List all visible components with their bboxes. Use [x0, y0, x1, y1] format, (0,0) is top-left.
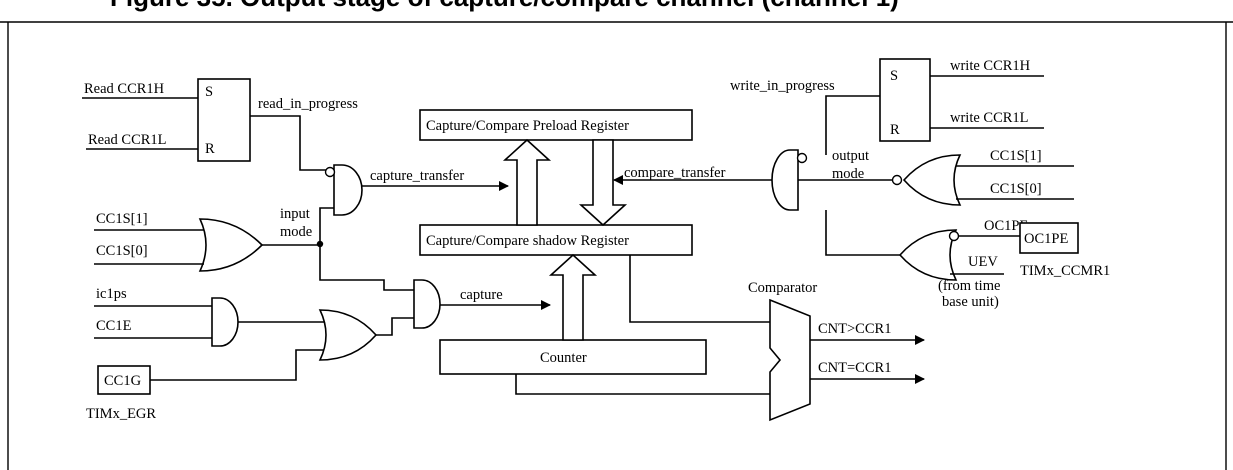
figure-title: Figure 35. Output stage of capture/compa… [110, 0, 899, 13]
read-ccr1h-label: Read CCR1H [84, 81, 165, 97]
oc1pe-uev-or-gate [898, 229, 958, 281]
nor-bubble [891, 174, 903, 186]
comparator-shape [769, 298, 811, 422]
timx-ccmr1-label: TIMx_CCMR1 [1020, 263, 1110, 279]
output-mode-label-1: output [832, 148, 869, 164]
from-time-label-2: base unit) [942, 294, 999, 310]
cc1g-label: CC1G [104, 373, 142, 389]
inverter-bubble-write [796, 152, 808, 164]
write-in-progress-label: write_in_progress [730, 78, 835, 94]
read-latch-box [197, 78, 251, 162]
cc1s1-right-label: CC1S[1] [990, 148, 1042, 164]
input-mode-label-1: input [280, 206, 310, 222]
cc1g-wire [150, 349, 326, 381]
inverter-bubble-read [324, 166, 336, 178]
ic1ps-label: ic1ps [96, 286, 127, 302]
input-mode-label-2: mode [280, 224, 312, 240]
uev-label: UEV [968, 254, 998, 270]
shadow-to-comparator [629, 255, 770, 323]
read-sr-latch: S R [197, 78, 251, 162]
preload-register-label: Capture/Compare Preload Register [426, 118, 629, 134]
compare-transfer-and-gate [771, 149, 799, 211]
read-ccr1l-label: Read CCR1L [88, 132, 167, 148]
oc1pe-box-label: OC1PE [1024, 231, 1068, 247]
input-mode-to-and [319, 207, 334, 244]
oc1pe-or-to-and [825, 210, 900, 256]
timx-egr-label: TIMx_EGR [86, 406, 156, 422]
read-latch-s: S [205, 84, 213, 100]
oc1pe-bubble [948, 230, 960, 242]
shadow-register-box [419, 224, 693, 256]
read-in-progress-wire [250, 115, 326, 171]
up-hollow-arrow-counter-to-shadow [548, 253, 598, 341]
shadow-register-label: Capture/Compare shadow Register [426, 233, 629, 249]
write-latch-box [879, 58, 931, 142]
cc1e-label: CC1E [96, 318, 132, 334]
up-hollow-arrow-shadow-to-preload [502, 138, 552, 226]
compare-transfer-label: compare_transfer [624, 165, 726, 181]
capture-and-gate [413, 279, 441, 329]
counter-label: Counter [540, 350, 587, 366]
oc1pe-box [1019, 222, 1079, 254]
write-latch-s: S [890, 68, 898, 84]
down-hollow-arrow-preload-to-shadow [578, 139, 628, 227]
comparator-label: Comparator [748, 280, 817, 296]
cc1s0-right-label: CC1S[0] [990, 181, 1042, 197]
from-time-label-1: (from time [938, 278, 1000, 294]
capture-transfer-and-gate [333, 164, 363, 216]
output-mode-nor-gate [902, 154, 962, 206]
capture-transfer-label: capture_transfer [370, 168, 464, 184]
counter-to-comparator [515, 374, 770, 395]
write-ccr1l-label: write CCR1L [950, 110, 1029, 126]
write-in-progress-wire [825, 95, 880, 155]
input-mode-to-capture-and [319, 244, 414, 291]
preload-register-box [419, 109, 693, 141]
write-latch-r: R [890, 122, 900, 138]
read-latch-r: R [205, 141, 215, 157]
counter-box [439, 339, 707, 375]
input-mode-or-gate [198, 218, 264, 272]
output-mode-label-2: mode [832, 166, 864, 182]
capture-label: capture [460, 287, 503, 303]
cc1s1-left-label: CC1S[1] [96, 211, 148, 227]
oc1pe-signal-label: OC1PE [984, 218, 1028, 234]
cc1s0-left-label: CC1S[0] [96, 243, 148, 259]
cnt-eq-label: CNT=CCR1 [818, 360, 891, 376]
capture-or-gate [318, 309, 378, 361]
write-ccr1h-label: write CCR1H [950, 58, 1031, 74]
ic1ps-and-gate [211, 297, 239, 347]
or-to-capture-and [376, 317, 414, 336]
cnt-gt-label: CNT>CCR1 [818, 321, 891, 337]
figure-title-strip: Figure 35. Output stage of capture/compa… [0, 0, 1233, 22]
read-in-progress-label: read_in_progress [258, 96, 358, 112]
